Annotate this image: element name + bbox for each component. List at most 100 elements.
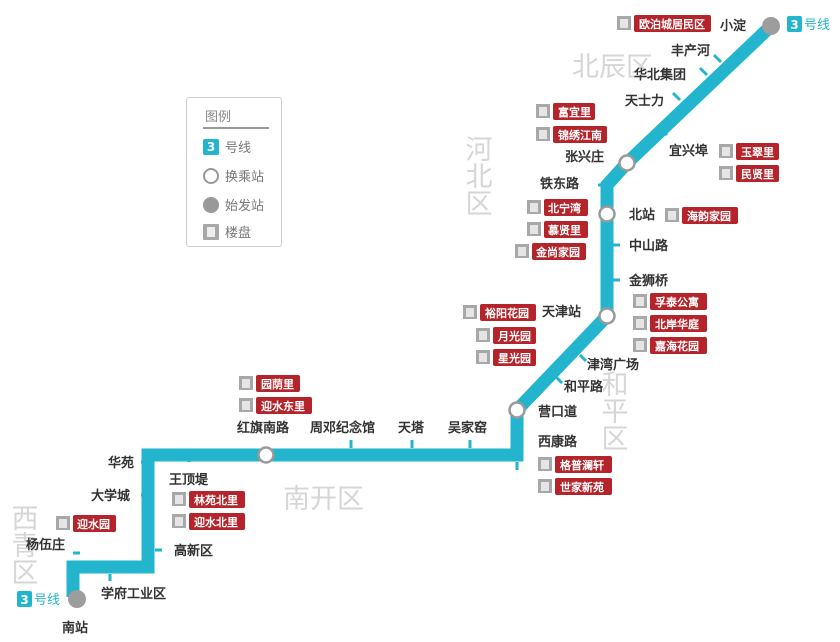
legend-terminal-label: 始发站 xyxy=(225,199,265,214)
station-tiedonglu[interactable]: 铁东路 xyxy=(539,176,580,192)
estate-tag[interactable]: 金尚家园 xyxy=(515,243,586,260)
estate-tag[interactable]: 锦绣江南 xyxy=(536,126,607,143)
svg-text:号线: 号线 xyxy=(804,18,830,33)
estate-tag[interactable]: 园荫里 xyxy=(239,375,300,392)
station-wangdingdi[interactable]: 王顶堤 xyxy=(169,472,209,488)
district-beichen: 北辰区 xyxy=(572,52,653,83)
district-nankai: 南开区 xyxy=(283,484,364,515)
estate-tag[interactable]: 迎水北里 xyxy=(172,513,245,530)
estate-tag[interactable]: 林苑北里 xyxy=(172,491,245,508)
line-3-route xyxy=(66,21,776,597)
station-huayuan[interactable]: 华苑 xyxy=(108,455,134,471)
svg-text:世家新苑: 世家新苑 xyxy=(560,480,604,494)
station-fengchanhe[interactable]: 丰产河 xyxy=(671,43,710,59)
station-zhoudengjinianguan[interactable]: 周邓纪念馆 xyxy=(310,420,375,436)
estate-tag[interactable]: 欧泊城居民区 xyxy=(617,15,711,32)
svg-text:慕贤里: 慕贤里 xyxy=(547,223,581,237)
legend-line-label: 号线 xyxy=(225,141,252,156)
station-yangwuzhuang[interactable]: 杨伍庄 xyxy=(26,537,65,553)
transfer-hongqinanlu[interactable] xyxy=(257,446,275,464)
transfer-tianjinzhan[interactable] xyxy=(598,307,616,325)
estate-tag[interactable]: 迎水园 xyxy=(56,515,116,532)
estate-tag[interactable]: 嘉海花园 xyxy=(633,337,707,354)
estate-tag[interactable]: 民贤里 xyxy=(719,165,779,182)
station-tianshili[interactable]: 天士力 xyxy=(625,93,664,109)
district-heping: 和平区 xyxy=(597,370,629,451)
estate-tag[interactable]: 玉翠里 xyxy=(719,143,779,160)
estate-tag[interactable]: 北岸华庭 xyxy=(633,315,707,332)
svg-text:玉翠里: 玉翠里 xyxy=(741,146,774,159)
station-hepinglu[interactable]: 和平路 xyxy=(564,379,604,395)
svg-text:嘉海花园: 嘉海花园 xyxy=(654,339,699,353)
estate-tag[interactable]: 富宜里 xyxy=(536,103,595,120)
terminal-xiaodian[interactable] xyxy=(762,17,780,35)
svg-text:3: 3 xyxy=(20,593,28,607)
estate-tag[interactable]: 裕阳花园 xyxy=(463,304,536,321)
district-hebei: 河北区 xyxy=(461,135,493,216)
estate-tag[interactable]: 星光园 xyxy=(476,349,536,366)
district-labels: 北辰区 河北区 和平区 南开区 西青区 xyxy=(7,52,654,585)
station-zhangxingzhuang[interactable]: 张兴庄 xyxy=(565,149,604,165)
stations-special xyxy=(68,17,780,608)
svg-text:民贤里: 民贤里 xyxy=(741,167,774,181)
estate-tag[interactable]: 迎水东里 xyxy=(239,397,312,414)
legend-row-terminal: 始发站 xyxy=(203,195,264,214)
estate-tag[interactable]: 格普澜轩 xyxy=(538,456,612,473)
svg-text:海韵家园: 海韵家园 xyxy=(687,209,731,223)
svg-text:欧泊城居民区: 欧泊城居民区 xyxy=(639,17,705,31)
line-badge-top: 3 号线 xyxy=(787,16,830,33)
legend-divider xyxy=(203,127,269,129)
legend-row-line: 3 号线 xyxy=(203,137,251,156)
station-daxuecheng[interactable]: 大学城 xyxy=(91,488,130,504)
svg-text:园荫里: 园荫里 xyxy=(261,377,294,391)
station-xiaodian[interactable]: 小淀 xyxy=(720,18,747,34)
station-labels: 小淀 丰产河 华北集团 天士力 宜兴埠 张兴庄 铁东路 北站 中山路 金狮桥 天… xyxy=(26,18,747,636)
station-huabeijituan[interactable]: 华北集团 xyxy=(634,67,686,83)
station-nanzhan[interactable]: 南站 xyxy=(62,620,88,636)
transfer-beizhan[interactable] xyxy=(598,205,616,223)
legend-estate-label: 楼盘 xyxy=(225,226,252,241)
svg-text:北岸华庭: 北岸华庭 xyxy=(655,317,699,331)
line-badge-bottom: 3 号线 xyxy=(17,591,60,608)
svg-text:锦绣江南: 锦绣江南 xyxy=(558,128,602,142)
estate-tag[interactable]: 北宁湾 xyxy=(527,199,588,216)
map-legend: 图例 3 号线 换乘站 始发站 楼盘 xyxy=(186,97,282,247)
svg-text:北宁湾: 北宁湾 xyxy=(548,201,581,215)
station-beizhan[interactable]: 北站 xyxy=(629,207,655,223)
estate-tag[interactable]: 月光园 xyxy=(476,327,536,344)
station-zhongshanlu[interactable]: 中山路 xyxy=(629,238,669,254)
legend-title: 图例 xyxy=(205,110,232,125)
estate-tag[interactable]: 海韵家园 xyxy=(665,207,738,224)
station-yingkoudao[interactable]: 营口道 xyxy=(538,404,577,420)
estate-tag[interactable]: 慕贤里 xyxy=(527,221,588,238)
station-jinwanguangchang[interactable]: 津湾广场 xyxy=(587,357,639,373)
estate-tags: 欧泊城居民区 富宜里 锦绣江南 玉翠里 民贤里 北宁湾 慕贤里 金尚家园 海韵家… xyxy=(56,15,779,532)
svg-text:月光园: 月光园 xyxy=(497,329,531,343)
building-icon xyxy=(203,223,219,240)
svg-text:迎水东里: 迎水东里 xyxy=(261,399,305,413)
station-xikanglu[interactable]: 西康路 xyxy=(538,434,578,450)
station-yixingbu[interactable]: 宜兴埠 xyxy=(669,143,708,159)
legend-row-transfer: 换乘站 xyxy=(203,166,264,185)
legend-row-estate: 楼盘 xyxy=(203,222,251,241)
svg-text:迎水北里: 迎水北里 xyxy=(194,515,238,529)
station-gaoxinqu[interactable]: 高新区 xyxy=(174,543,213,559)
svg-text:富宜里: 富宜里 xyxy=(558,105,591,119)
terminal-station-icon xyxy=(203,196,219,213)
station-hongqinanlu[interactable]: 红旗南路 xyxy=(237,420,290,436)
terminal-nanzhan[interactable] xyxy=(68,590,86,608)
station-ticks xyxy=(73,53,723,581)
transfer-yingkoudao[interactable] xyxy=(508,401,526,419)
estate-tag[interactable]: 孚泰公寓 xyxy=(633,293,707,310)
station-jinshiqiao[interactable]: 金狮桥 xyxy=(628,273,669,289)
svg-text:林苑北里: 林苑北里 xyxy=(194,493,238,507)
station-tianjinzhan[interactable]: 天津站 xyxy=(542,304,581,320)
station-xuefugongyequ[interactable]: 学府工业区 xyxy=(101,586,166,602)
line-3-icon: 3 xyxy=(203,138,219,155)
transfer-zhangxingzhuang[interactable] xyxy=(618,154,636,172)
station-wujiayao[interactable]: 吴家窑 xyxy=(448,420,487,436)
estate-tag[interactable]: 世家新苑 xyxy=(538,478,612,495)
station-tianta[interactable]: 天塔 xyxy=(398,420,425,436)
legend-transfer-label: 换乘站 xyxy=(225,170,265,185)
